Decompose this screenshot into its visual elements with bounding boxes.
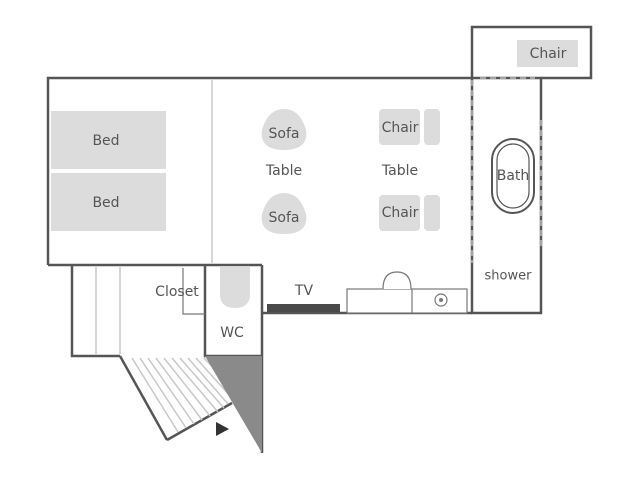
table-left-label: Table: [265, 163, 302, 179]
chair-balcony-label: Chair: [530, 46, 567, 62]
chair-mid-top-label: Chair: [382, 120, 419, 136]
chair-mid-top-arm: [424, 109, 440, 145]
closet-outline: [182, 268, 205, 315]
chair-mid-bottom-arm: [424, 195, 440, 231]
closet-label: Closet: [155, 284, 199, 300]
bathtub: [491, 138, 535, 214]
sofa-top-label: Sofa: [269, 126, 300, 142]
outer-walls: [46, 25, 593, 453]
hall-diagonal-wall: [118, 355, 169, 441]
bath-label: Bath: [497, 168, 530, 184]
sink-basin: [382, 271, 412, 290]
bathtub-inner: [496, 143, 530, 209]
chair-mid-bottom-label: Chair: [382, 205, 419, 221]
main-room-wall: [46, 76, 472, 265]
entrance-arrow-icon: [216, 422, 229, 436]
shaded-area: [205, 356, 262, 453]
bed-top-label: Bed: [92, 133, 119, 149]
door-leaf: [166, 401, 233, 442]
sofa-top: [261, 109, 307, 150]
bed-bottom-label: Bed: [92, 195, 119, 211]
sink-counter: [346, 271, 468, 314]
inner-lines: [95, 77, 542, 354]
chair-mid-top: [379, 109, 420, 145]
tv-label: TV: [294, 283, 314, 299]
bed-bottom: [51, 173, 166, 231]
sofa-bottom: [261, 193, 307, 234]
tv-bar: [267, 304, 340, 312]
hall-left-wall: [70, 265, 120, 358]
table-right-label: Table: [381, 163, 418, 179]
shower-label: shower: [485, 269, 533, 284]
entrance-hatching: [131, 357, 233, 433]
sofa-bottom-label: Sofa: [269, 210, 300, 226]
toilet-tank: [220, 267, 250, 308]
chair-mid-bottom: [379, 195, 420, 231]
balcony-walls: [470, 25, 593, 80]
bed-top: [51, 111, 166, 169]
wc-label: WC: [220, 325, 244, 341]
chair-balcony: [517, 40, 578, 67]
